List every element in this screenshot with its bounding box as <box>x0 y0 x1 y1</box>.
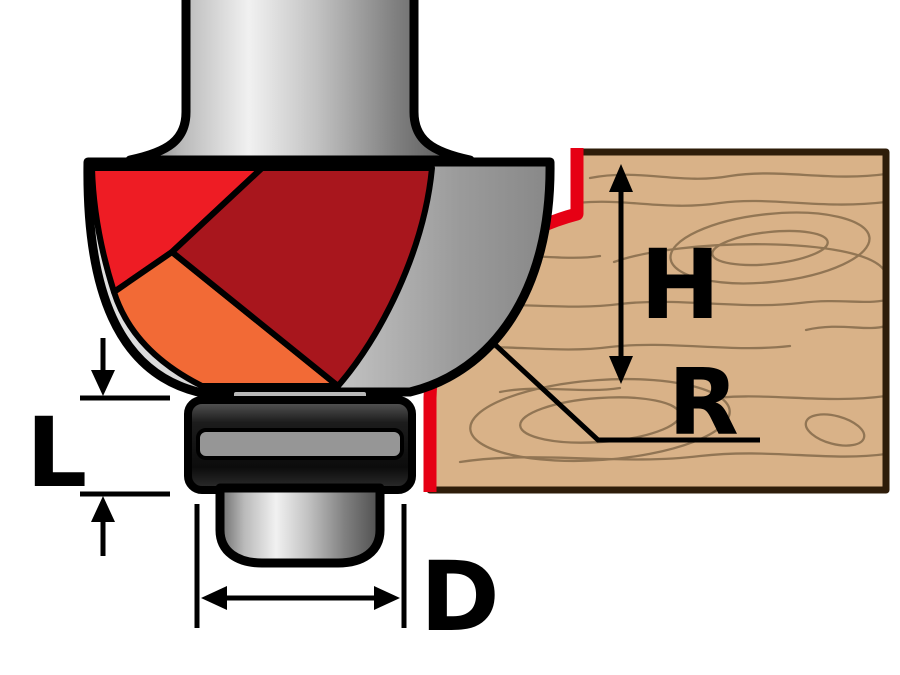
grain-line <box>804 324 886 332</box>
h-arrow-down-icon <box>609 356 633 384</box>
grain-line <box>588 172 886 180</box>
grain-knot <box>711 229 829 267</box>
dimension-L: L <box>26 338 170 556</box>
cutter-dark-red <box>169 165 435 389</box>
guide-bearing <box>184 396 416 494</box>
dimension-D: D <box>194 504 500 653</box>
cutter-orange <box>111 249 341 389</box>
grain-knot <box>804 413 866 447</box>
dimension-H: H <box>609 164 720 384</box>
bit-body-outline <box>83 157 555 397</box>
l-arrow-down-icon <box>91 370 115 396</box>
grain-line <box>498 386 622 394</box>
bit-body <box>83 157 555 397</box>
h-arrow-up-icon <box>609 164 633 192</box>
r-leader-line <box>488 338 760 443</box>
d-arrow-left-icon <box>201 586 227 610</box>
grain-line <box>558 199 886 207</box>
label-H: H <box>640 229 720 341</box>
grain-line <box>612 243 886 272</box>
label-R: R <box>668 349 739 456</box>
bearing-band <box>196 428 404 460</box>
d-arrow-right-icon <box>374 586 400 610</box>
label-D: D <box>420 541 500 653</box>
grain-knot <box>669 211 871 285</box>
grain-line <box>458 452 886 464</box>
pilot-screw <box>215 483 385 568</box>
l-arrow-up-icon <box>91 496 115 522</box>
label-L: L <box>26 397 87 509</box>
grain-line <box>698 394 886 402</box>
